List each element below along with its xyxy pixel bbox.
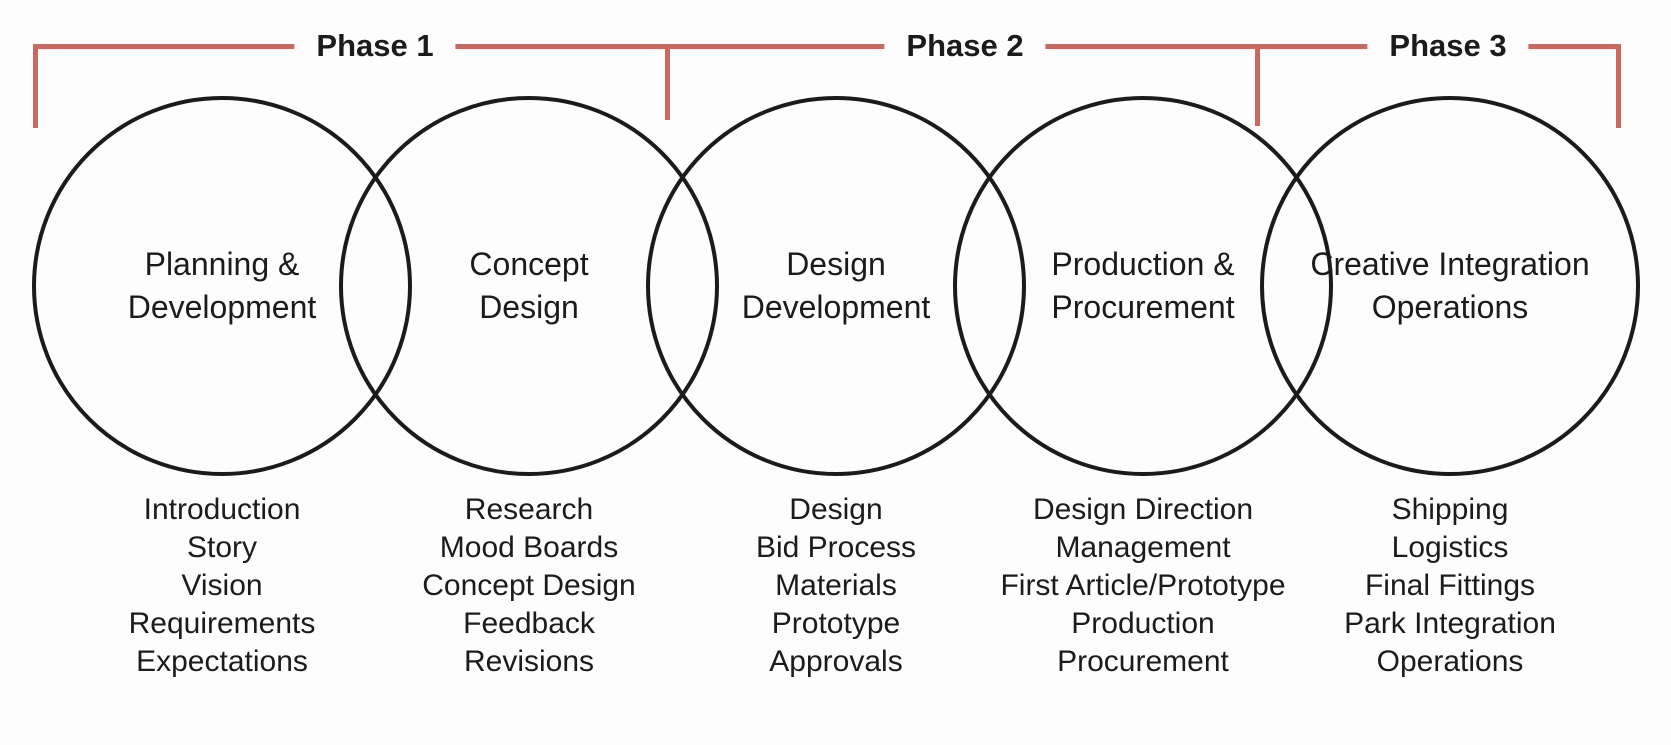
stage-creative-integration-operations: Creative Integration Operations Shipping… xyxy=(1260,0,1640,745)
list-item: Materials xyxy=(775,569,897,602)
list-item: Production xyxy=(1071,607,1215,640)
list-item: Approvals xyxy=(769,645,903,678)
phase-2-label: Phase 2 xyxy=(884,22,1046,70)
list-item: Feedback xyxy=(463,607,595,640)
list-item: Expectations xyxy=(136,645,308,678)
list-item: Introduction xyxy=(143,493,301,526)
bracket-horizontal-line xyxy=(33,44,1621,49)
phase-3-label: Phase 3 xyxy=(1367,22,1529,70)
list-item: Vision xyxy=(181,569,263,602)
list-item: Management xyxy=(1055,531,1231,564)
list-item: Story xyxy=(186,531,258,564)
list-item: Operations xyxy=(1376,645,1524,678)
list-item: Bid Process xyxy=(755,531,917,564)
circle-label: Creative Integration Operations xyxy=(1310,246,1590,325)
bracket-phase1-phase2-divider xyxy=(665,44,670,120)
list-item: Research xyxy=(464,493,594,526)
bracket-left-end xyxy=(33,44,38,128)
list-item: Procurement xyxy=(1057,645,1229,678)
list-item: Design xyxy=(789,493,883,526)
circle-label: Planning & Development xyxy=(127,246,317,325)
circle-label: Design Development xyxy=(741,246,931,325)
list-item: Prototype xyxy=(771,607,901,640)
bracket-phase2-phase3-divider xyxy=(1255,44,1260,126)
circle-label: Concept Design xyxy=(469,246,589,325)
list-item: Mood Boards xyxy=(439,531,619,564)
list-item: Final Fittings xyxy=(1364,569,1536,602)
circle-label: Production & Procurement xyxy=(1051,246,1235,325)
list-item: Shipping xyxy=(1391,493,1509,526)
list-item: Logistics xyxy=(1391,531,1509,564)
list-item: Revisions xyxy=(463,645,595,678)
list-item: Requirements xyxy=(128,607,316,640)
list-item: Design Direction xyxy=(1032,493,1254,526)
list-item: Park Integration xyxy=(1344,607,1556,640)
list-item: First Article/Prototype xyxy=(1000,569,1286,602)
phase-1-label: Phase 1 xyxy=(294,22,456,70)
list-item: Concept Design xyxy=(422,569,636,602)
circle-outline xyxy=(1260,96,1640,476)
bracket-right-end xyxy=(1616,44,1621,128)
